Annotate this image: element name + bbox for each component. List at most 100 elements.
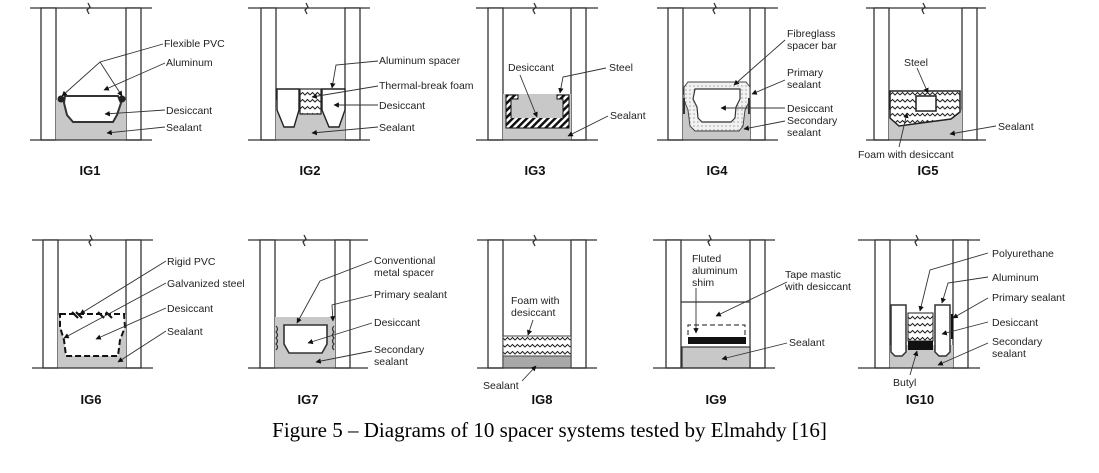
- label-foam-with: Foam with: [511, 295, 560, 307]
- label-desiccant: Desiccant: [992, 317, 1038, 329]
- label-aluminum: Aluminum: [166, 57, 213, 69]
- aluminum-spacer-right: [321, 88, 346, 128]
- panel-ig1: Flexible PVC Aluminum Desiccant Sealant …: [30, 2, 225, 178]
- aluminum-spacer: [62, 95, 123, 123]
- tape-mastic-with-desiccant: [687, 324, 746, 335]
- panel-title: IG9: [706, 392, 727, 407]
- polyurethane: [907, 312, 934, 342]
- label-desiccant: Desiccant: [379, 100, 425, 112]
- panel-ig8: Foam with desiccant Sealant IG8: [477, 234, 597, 407]
- label-steel: Steel: [904, 57, 928, 69]
- flexible-pvc-right: [118, 95, 126, 103]
- steel-tube: [915, 95, 937, 112]
- glazing-frame: [477, 234, 597, 369]
- panel-title: IG6: [81, 392, 102, 407]
- label-shim: shim: [692, 277, 714, 289]
- fluted-aluminum-shim: [688, 337, 746, 344]
- label-sealant: Sealant: [610, 110, 646, 122]
- panel-ig9: Fluted aluminum shim Tape mastic with de…: [653, 234, 851, 407]
- label-primary-sealant: Primary sealant: [374, 289, 447, 301]
- primary-sealant-right: [331, 325, 335, 351]
- panel-ig2: Aluminum spacer Thermal-break foam Desic…: [248, 2, 474, 178]
- panel-ig4: Fibreglass spacer bar Primary sealant De…: [657, 2, 838, 178]
- label-aluminum: Aluminum: [992, 272, 1039, 284]
- glazing-frame: [653, 234, 775, 369]
- label-aluminum-spacer: Aluminum spacer: [379, 55, 461, 67]
- panel-title: IG8: [532, 392, 553, 407]
- label-polyurethane: Polyurethane: [992, 248, 1054, 260]
- label-steel: Steel: [609, 62, 633, 74]
- desiccant-cavity: [692, 88, 741, 123]
- sealant-region: [502, 355, 572, 369]
- label-sealant: Sealant: [998, 121, 1034, 133]
- aluminum-spacer-left: [276, 88, 300, 128]
- thermal-break-foam: [299, 88, 322, 115]
- glazing-frame: [858, 234, 980, 369]
- glazing-frame: [657, 2, 778, 141]
- conventional-metal-spacer: [283, 324, 328, 354]
- label-with-desiccant: with desiccant: [784, 281, 851, 293]
- label-rigid-pvc: Rigid PVC: [167, 256, 216, 268]
- glazing-frame: [32, 234, 153, 369]
- glazing-frame: [248, 234, 368, 369]
- leader-lines: [519, 67, 609, 137]
- label-sealant: Sealant: [379, 122, 415, 134]
- leader-lines: [61, 43, 166, 136]
- glazing-frame: [30, 2, 152, 141]
- leader-lines: [720, 39, 786, 131]
- panel-title: IG2: [300, 163, 321, 178]
- desiccant-layer: [510, 118, 565, 125]
- label-flexible-pvc: Flexible PVC: [164, 38, 225, 50]
- aluminum-spacer-left: [890, 304, 907, 357]
- panel-ig3: Desiccant Steel Sealant IG3: [476, 2, 646, 178]
- label-tape-mastic: Tape mastic: [785, 269, 841, 281]
- flexible-pvc-left: [57, 95, 65, 103]
- leader-lines: [296, 260, 373, 364]
- label-metal-spacer: metal spacer: [374, 267, 435, 279]
- aluminum-spacer-right: [934, 304, 951, 357]
- leader-lines: [311, 60, 379, 136]
- label-desiccant: Desiccant: [374, 317, 420, 329]
- sealant-region: [681, 346, 751, 369]
- label-desiccant: Desiccant: [166, 105, 212, 117]
- foam-with-desiccant: [502, 335, 572, 357]
- label-desiccant: desiccant: [511, 307, 555, 319]
- label-sealant: Sealant: [166, 122, 202, 134]
- label-secondary: Secondary: [992, 336, 1043, 348]
- primary-sealant: [951, 314, 953, 339]
- label-foam-with-desiccant: Foam with desiccant: [858, 149, 954, 161]
- panel-ig5: Steel Sealant Foam with desiccant IG5: [858, 2, 1034, 178]
- leader-lines: [898, 67, 997, 148]
- panel-title: IG1: [80, 163, 101, 178]
- label-desiccant: Desiccant: [508, 62, 554, 74]
- label-sealant: Sealant: [167, 326, 203, 338]
- label-galvanized-steel: Galvanized steel: [167, 278, 245, 290]
- panel-title: IG4: [707, 163, 729, 178]
- primary-sealant-left: [683, 98, 685, 114]
- figure-caption: Figure 5 – Diagrams of 10 spacer systems…: [272, 418, 827, 442]
- label-fluted: Fluted: [692, 253, 721, 265]
- glazing-frame: [248, 2, 370, 141]
- panel-ig7: Conventional metal spacer Primary sealan…: [248, 234, 447, 407]
- label-thermal-break-foam: Thermal-break foam: [379, 80, 474, 92]
- panel-ig10: Polyurethane Aluminum Primary sealant De…: [858, 234, 1065, 407]
- galvanized-steel-spacer: [59, 313, 127, 357]
- label-conventional: Conventional: [374, 255, 435, 267]
- panel-title: IG10: [906, 392, 934, 407]
- panel-ig6: Rigid PVC Galvanized steel Desiccant Sea…: [32, 234, 245, 407]
- leader-lines: [521, 319, 537, 382]
- label-primary-sealant: Primary sealant: [992, 292, 1065, 304]
- primary-sealant-right: [748, 98, 750, 114]
- label-aluminum: aluminum: [692, 265, 738, 277]
- label-secondary: Secondary: [374, 344, 425, 356]
- leader-lines: [63, 260, 167, 363]
- label-spacer-bar: spacer bar: [787, 40, 837, 52]
- label-secondary: Secondary: [787, 115, 838, 127]
- label-sealant: Sealant: [483, 380, 519, 392]
- label-desiccant: Desiccant: [787, 103, 833, 115]
- leader-lines: [693, 281, 788, 361]
- label-desiccant: Desiccant: [167, 303, 213, 315]
- panel-title: IG7: [298, 392, 319, 407]
- leader-lines: [909, 252, 989, 376]
